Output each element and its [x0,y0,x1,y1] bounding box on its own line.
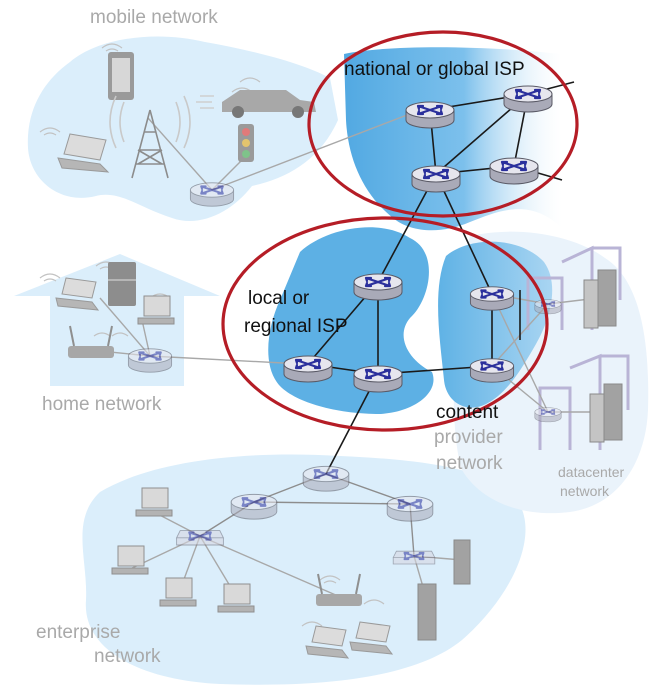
router-regional-1-router-icon [353,273,403,301]
routers-layer [127,85,562,565]
router-regional-3-router-icon [353,365,403,393]
content-provider-label-line2: provider [434,427,503,448]
datacenter-label-line2: network [560,483,610,499]
router-mobile-router-icon [189,182,235,207]
router-regional-2-router-icon [283,355,333,383]
router-enterprise-3-router-icon [386,495,434,522]
mobile-network-label: mobile network [90,7,218,28]
desktop-icon [111,295,255,613]
router-national-1-router-icon [405,101,455,129]
laptop-icon [55,133,394,659]
phone-icon [108,52,134,100]
switch-enterprise-1-switch-icon [175,530,225,546]
refrigerator-icon [108,262,136,306]
router-national-3-router-icon [411,165,461,193]
enterprise-label-line2: network [94,646,161,667]
router-datacenter-2-router-icon [534,407,562,423]
router-content-2-router-icon [469,358,515,383]
content-provider-label-line1: content [436,402,499,423]
server-icon [417,269,623,641]
datacenter-label-line1: datacenter [558,464,624,480]
cell-tower-icon [109,95,191,179]
router-national-2-router-icon [503,85,553,113]
local-isp-ring [221,216,549,432]
content-provider-label-line3: network [436,453,503,474]
home-network-label: home network [42,394,162,415]
local-isp-label-line2: regional ISP [244,316,348,337]
router-content-1-router-icon [469,286,515,311]
router-datacenter-1-router-icon [534,299,562,315]
router-enterprise-1-router-icon [302,465,350,492]
mobile-network-region [27,36,339,222]
national-isp-label: national or global ISP [344,59,525,80]
local-isp-label-line1: local or [248,288,310,309]
router-enterprise-2-router-icon [230,493,278,520]
switch-enterprise-2-switch-icon [392,550,436,565]
wifi-access-point-icon [68,325,362,606]
car-icon [196,90,316,118]
enterprise-label-line1: enterprise [36,622,121,643]
router-home-router-icon [127,348,173,373]
router-national-4-router-icon [489,157,539,185]
traffic-light-icon [238,124,254,162]
content-provider-region [438,241,553,408]
national-isp-ring [307,30,579,218]
